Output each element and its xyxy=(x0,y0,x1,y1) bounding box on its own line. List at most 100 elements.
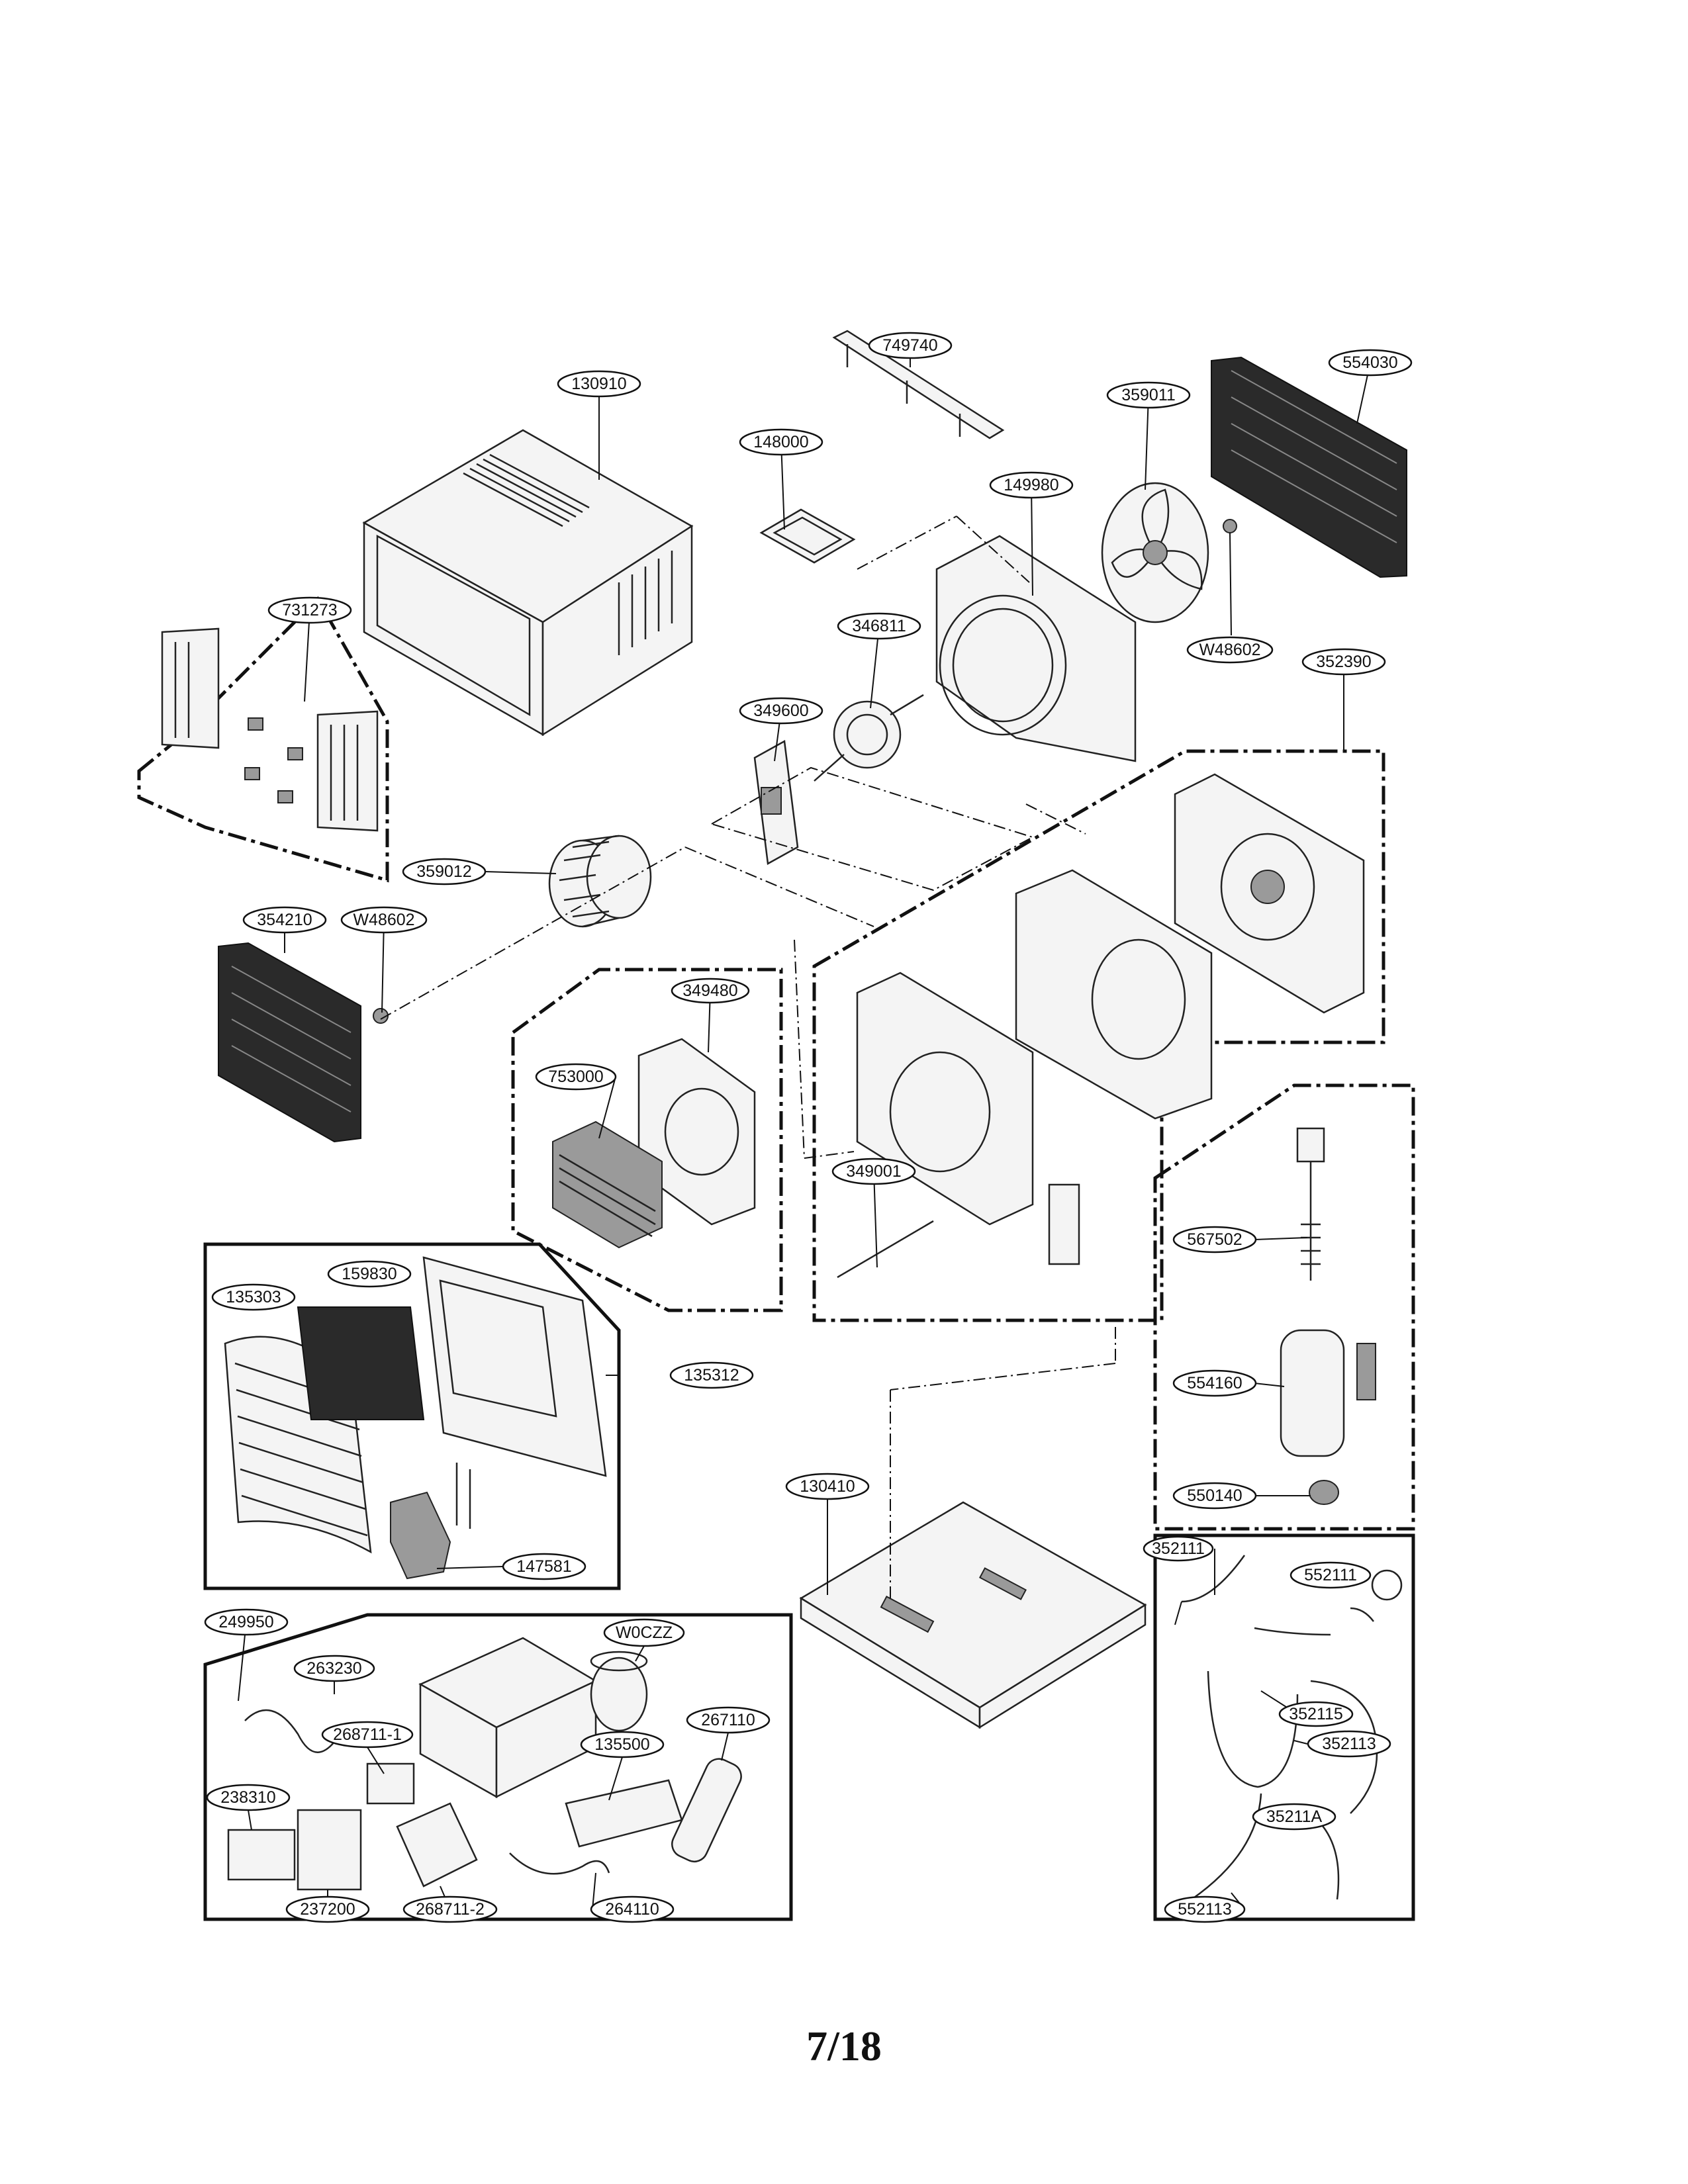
compressor-drawing xyxy=(1280,1127,1376,1505)
svg-text:352113: 352113 xyxy=(1322,1735,1376,1753)
capacitor-drawing xyxy=(590,1651,648,1732)
group-352390 xyxy=(812,749,1385,1322)
label-753000: 753000 xyxy=(535,1063,617,1091)
display-board-drawing xyxy=(227,1809,362,1891)
label-135312: 135312 xyxy=(669,1361,754,1389)
svg-text:550140: 550140 xyxy=(1187,1486,1242,1505)
label-147581: 147581 xyxy=(502,1553,586,1580)
svg-text:263230: 263230 xyxy=(306,1659,361,1678)
svg-text:352390: 352390 xyxy=(1316,653,1371,671)
filter-drawing xyxy=(297,1306,425,1420)
page-number: 7/18 xyxy=(806,2023,882,2070)
label-149980: 149980 xyxy=(989,471,1074,499)
svg-text:267110: 267110 xyxy=(701,1711,755,1729)
svg-text:554160: 554160 xyxy=(1187,1374,1242,1392)
svg-text:359012: 359012 xyxy=(416,862,471,881)
svg-text:352111: 352111 xyxy=(1152,1539,1205,1558)
label-237200: 237200 xyxy=(285,1895,370,1923)
label-749740: 749740 xyxy=(868,332,953,359)
label-552113: 552113 xyxy=(1164,1895,1246,1923)
connection-dashed-lines xyxy=(380,516,1116,1602)
label-352390: 352390 xyxy=(1301,648,1386,676)
label-552111: 552111 xyxy=(1289,1561,1372,1589)
nut-w48602-top xyxy=(1223,519,1237,533)
label-w48602-left: W48602 xyxy=(340,906,428,934)
piping-drawing xyxy=(1181,1555,1403,1901)
bracket-148000-drawing xyxy=(759,508,856,564)
label-249950: 249950 xyxy=(204,1608,289,1636)
cabinet-drawing xyxy=(362,429,694,737)
svg-text:567502: 567502 xyxy=(1187,1230,1242,1249)
svg-text:349600: 349600 xyxy=(753,702,808,720)
svg-text:346811: 346811 xyxy=(852,617,906,635)
blower-wheel-drawing xyxy=(548,835,652,928)
label-264110: 264110 xyxy=(590,1895,675,1923)
svg-text:349480: 349480 xyxy=(682,981,737,1000)
motor-mount-drawing xyxy=(753,740,799,865)
rod-349001 xyxy=(837,1220,934,1279)
group-349480 xyxy=(511,968,783,1312)
label-130910: 130910 xyxy=(557,370,641,398)
heater-drawing xyxy=(552,1120,663,1249)
svg-text:552111: 552111 xyxy=(1304,1566,1357,1584)
svg-text:354210: 354210 xyxy=(257,911,312,929)
svg-text:W48602: W48602 xyxy=(1199,641,1260,659)
label-130410: 130410 xyxy=(785,1473,870,1500)
svg-text:268711-2: 268711-2 xyxy=(416,1900,485,1919)
svg-text:35211A: 35211A xyxy=(1266,1807,1323,1826)
svg-text:264110: 264110 xyxy=(605,1900,659,1919)
label-352115: 352115 xyxy=(1278,1701,1354,1727)
svg-text:135312: 135312 xyxy=(684,1366,739,1385)
group-135312 xyxy=(203,1242,621,1590)
label-354210: 354210 xyxy=(242,906,327,934)
label-349600: 349600 xyxy=(739,697,823,725)
air-guide-assembly-drawing xyxy=(856,773,1365,1265)
group-piping xyxy=(1153,1533,1415,1921)
svg-text:159830: 159830 xyxy=(342,1265,397,1283)
svg-text:130410: 130410 xyxy=(800,1477,855,1496)
svg-text:249950: 249950 xyxy=(218,1613,273,1631)
group-compressor xyxy=(1153,1083,1415,1531)
svg-text:135500: 135500 xyxy=(594,1735,649,1754)
svg-text:149980: 149980 xyxy=(1004,476,1058,494)
label-35211a: 35211A xyxy=(1252,1803,1336,1831)
label-w48602-top: W48602 xyxy=(1186,636,1274,664)
bracket-bar-drawing xyxy=(832,330,1005,439)
label-346811: 346811 xyxy=(837,612,921,640)
control-box-drawing xyxy=(418,1637,598,1799)
cabinet-side-vent xyxy=(618,551,673,655)
control-door-drawing xyxy=(390,1463,471,1580)
fan-motor-drawing xyxy=(814,694,924,782)
remote-control-drawing xyxy=(671,1758,742,1863)
label-554160: 554160 xyxy=(1172,1369,1257,1397)
svg-text:W0CZZ: W0CZZ xyxy=(616,1623,673,1642)
label-550140: 550140 xyxy=(1172,1482,1257,1510)
svg-text:268711-1: 268711-1 xyxy=(333,1725,402,1744)
svg-text:753000: 753000 xyxy=(548,1068,603,1086)
svg-text:147581: 147581 xyxy=(516,1557,571,1576)
label-359012: 359012 xyxy=(402,858,487,886)
pcb-drawing xyxy=(366,1762,478,1888)
condenser-coil-drawing xyxy=(1211,356,1407,578)
evaporator-coil-drawing xyxy=(218,942,361,1143)
label-w0czz: W0CZZ xyxy=(603,1618,685,1647)
label-159830: 159830 xyxy=(327,1260,412,1288)
label-267110: 267110 xyxy=(686,1706,771,1734)
svg-text:148000: 148000 xyxy=(753,433,808,451)
label-567502: 567502 xyxy=(1172,1226,1257,1253)
group-249950 xyxy=(203,1613,793,1921)
svg-text:552113: 552113 xyxy=(1178,1900,1232,1919)
label-352113: 352113 xyxy=(1307,1730,1391,1758)
cabinet-top-vent xyxy=(463,453,590,527)
svg-text:135303: 135303 xyxy=(226,1288,281,1306)
front-panel-frame-drawing xyxy=(422,1256,607,1477)
label-554030: 554030 xyxy=(1328,349,1413,377)
svg-text:731273: 731273 xyxy=(282,601,337,619)
svg-text:359011: 359011 xyxy=(1121,386,1176,404)
svg-text:349001: 349001 xyxy=(846,1162,901,1181)
mount-plate-outline xyxy=(711,766,1035,891)
svg-text:130910: 130910 xyxy=(571,375,626,393)
wire-harness-drawing xyxy=(244,1709,610,1875)
label-148000: 148000 xyxy=(739,428,823,456)
